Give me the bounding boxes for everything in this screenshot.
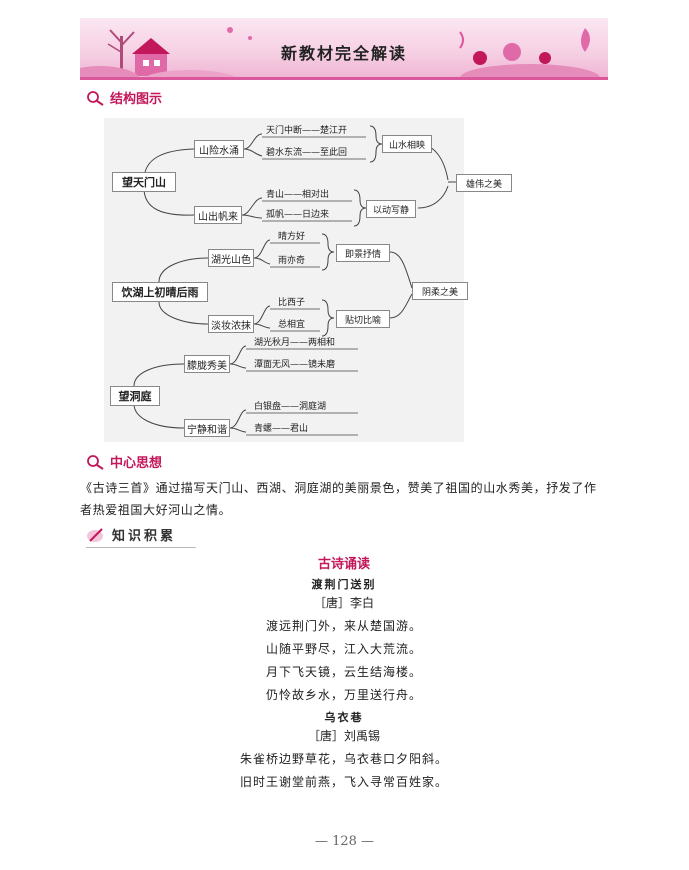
central-idea-text: 《古诗三首》通过描写天门山、西湖、洞庭湖的美丽景色，赞美了祖国的山水秀美，抒发了… <box>80 481 597 517</box>
page-number: — 128 — <box>314 834 375 849</box>
mindmap-summary: 以动写静 <box>366 200 416 218</box>
overall-connectors <box>448 181 456 183</box>
mindmap-leaf: 比西子 <box>278 298 306 308</box>
section-title-central: 中心思想 <box>110 456 163 471</box>
mindmap-overall-1: 雄伟之美 <box>456 174 512 192</box>
pen-icon <box>87 527 103 542</box>
mindmap-leaf: 潭面无风——镜未磨 <box>254 360 336 370</box>
structure-mindmap: 望天门山 山险水涌 天门中断——楚江开 碧水东流——至此回 山水相映 山出帆来 … <box>104 118 464 442</box>
mindmap-leaf: 碧水东流——至此回 <box>266 148 348 158</box>
mindmap-branch: 山险水涌 <box>194 140 244 158</box>
mindmap-branch: 宁静和谐 <box>184 419 230 437</box>
mindmap-root-1: 望天门山 <box>112 172 176 192</box>
magnifier-icon <box>87 454 104 470</box>
mindmap-summary: 山水相映 <box>382 135 432 153</box>
poem-recitation: 古诗诵读 渡荆门送别 ［唐］李白 渡远荆门外，来从楚国游。 山随平野尽，江入大荒… <box>80 553 608 794</box>
mindmap-leaf: 湖光秋月——两相和 <box>254 338 336 348</box>
mindmap-leaf: 青山——相对出 <box>266 190 330 200</box>
poem-title: 渡荆门送别 <box>311 578 377 591</box>
mindmap-summary: 贴切比喻 <box>336 310 390 328</box>
section-heading-structure: 结构图示 <box>86 88 162 107</box>
mindmap-leaf: 孤帆——日边来 <box>266 210 330 220</box>
header-banner: 新教材完全解读 <box>80 18 608 80</box>
mindmap-root-3: 望洞庭 <box>110 386 160 406</box>
poem-author: ［唐］李白 <box>313 596 374 610</box>
mindmap-leaf: 总相宜 <box>278 320 306 330</box>
mindmap-root-2: 饮湖上初晴后雨 <box>112 282 208 302</box>
mindmap-branch: 山出帆来 <box>194 206 242 224</box>
poem-line: 山随平野尽，江入大荒流。 <box>265 642 422 656</box>
poem-line: 渡远荆门外，来从楚国游。 <box>265 619 422 633</box>
banner-title: 新教材完全解读 <box>280 44 407 63</box>
mindmap-branch: 湖光山色 <box>208 249 254 267</box>
mindmap-leaf: 天门中断——楚江开 <box>266 126 348 136</box>
mindmap-leaf: 白银盘——洞庭湖 <box>254 402 327 412</box>
knowledge-underline <box>86 547 196 548</box>
poem-title: 乌衣巷 <box>324 711 364 724</box>
section-heading-knowledge: 知识积累 <box>86 525 176 544</box>
poems-section-title: 古诗诵读 <box>317 557 370 572</box>
mindmap-leaf: 青螺——君山 <box>254 424 309 434</box>
section-title-structure: 结构图示 <box>110 92 163 107</box>
section-title-knowledge: 知识积累 <box>112 529 177 544</box>
poem-line: 旧时王谢堂前燕，飞入寻常百姓家。 <box>239 775 448 789</box>
mindmap-connectors <box>133 125 449 436</box>
mindmap-branch: 淡妆浓抹 <box>208 315 254 333</box>
poem-line: 月下飞天镜，云生结海楼。 <box>265 665 422 679</box>
mindmap-leaf: 晴方好 <box>278 232 306 242</box>
mindmap-branch: 朦胧秀美 <box>184 355 230 373</box>
poem-line: 仍怜故乡水，万里送行舟。 <box>265 688 422 702</box>
poem-line: 朱雀桥边野草花，乌衣巷口夕阳斜。 <box>239 752 448 766</box>
magnifier-icon <box>87 90 104 106</box>
mindmap-leaf: 雨亦奇 <box>278 256 306 266</box>
banner-decoration <box>80 27 600 77</box>
mindmap-overall-2: 阴柔之美 <box>412 282 468 300</box>
poem-author: ［唐］刘禹锡 <box>307 729 380 743</box>
section-heading-central: 中心思想 <box>86 452 162 471</box>
mindmap-summary: 即景抒情 <box>336 244 390 262</box>
